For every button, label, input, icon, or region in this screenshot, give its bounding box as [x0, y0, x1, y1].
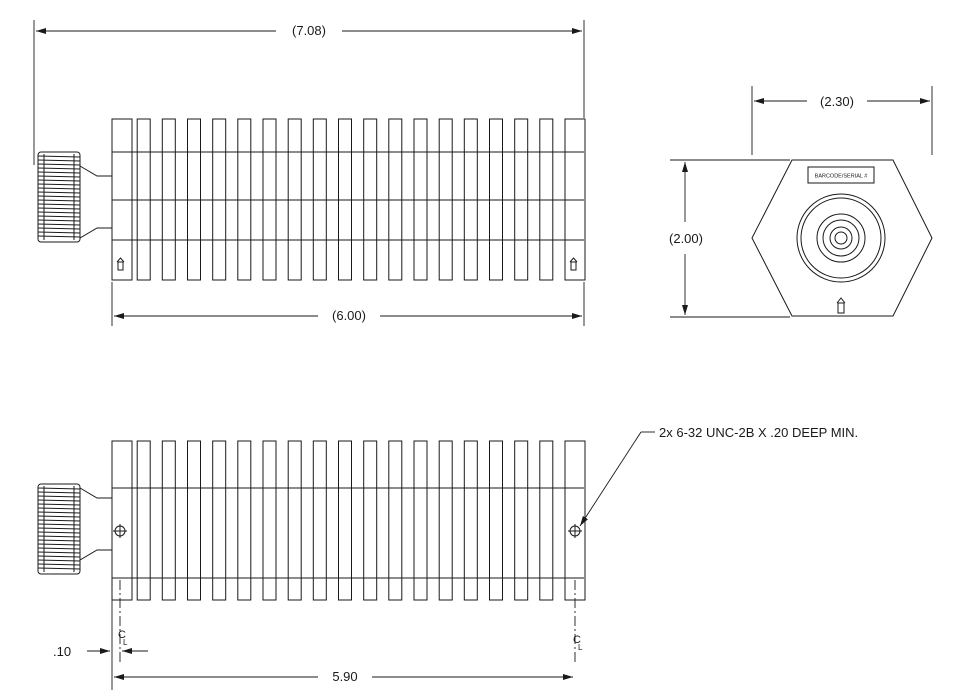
fin — [237, 440, 252, 601]
mount-hole-right-top — [569, 257, 578, 271]
fin — [161, 440, 176, 601]
fin — [363, 440, 378, 601]
hex-width-dimension: (2.30) — [754, 94, 930, 109]
centerline-mark-right: C L — [573, 634, 583, 652]
hole-offset-label: .10 — [53, 644, 71, 659]
fin — [262, 440, 277, 601]
fin — [287, 440, 302, 601]
tapped-hole-left — [113, 524, 127, 538]
svg-text:C: C — [118, 629, 126, 641]
centerline-mark-left: C L — [118, 629, 128, 647]
n-connector-top — [37, 151, 113, 243]
n-connector-bottom — [37, 483, 113, 575]
svg-text:L: L — [123, 638, 128, 647]
barcode-label: BARCODE/SERIAL # — [807, 166, 875, 184]
overall-length-dimension: (7.08) — [36, 23, 582, 38]
fin — [539, 440, 554, 601]
hex-width-label: (2.30) — [820, 94, 854, 109]
body-length-dimension: (6.00) — [114, 308, 582, 323]
body-length-label: (6.00) — [332, 308, 366, 323]
end-view: (2.30) (2.00) BARCODE/SERIAL # — [669, 86, 933, 318]
fin — [413, 440, 428, 601]
fin — [388, 440, 403, 601]
connector-face — [796, 193, 886, 283]
fin — [564, 440, 586, 601]
overall-length-label: (7.08) — [292, 23, 326, 38]
fin — [463, 440, 478, 601]
mount-hole-left-top — [116, 257, 125, 271]
fin — [338, 440, 352, 601]
fin — [212, 440, 227, 601]
fin — [136, 440, 151, 601]
hole-callout-text: 2x 6-32 UNC-2B X .20 DEEP MIN. — [659, 425, 858, 440]
tapped-hole-right — [568, 524, 582, 538]
fin — [187, 440, 201, 601]
hole-offset-dimension: .10 — [53, 644, 148, 659]
hole-callout-leader: 2x 6-32 UNC-2B X .20 DEEP MIN. — [579, 425, 858, 527]
top-side-view: (7.08) (6.00) — [33, 20, 586, 326]
fin — [312, 440, 327, 601]
height-dimension: (2.00) — [669, 162, 703, 315]
bottom-side-view: 2x 6-32 UNC-2B X .20 DEEP MIN. C L C L .… — [37, 425, 858, 690]
fin — [514, 440, 529, 601]
svg-text:L: L — [578, 643, 583, 652]
barcode-label-text: BARCODE/SERIAL # — [815, 174, 869, 180]
mount-hole-end — [836, 297, 846, 314]
height-label: (2.00) — [669, 231, 703, 246]
heatsink-fins-top — [111, 118, 586, 281]
hex-body — [751, 159, 933, 317]
fin — [489, 440, 503, 601]
heatsink-fins-bottom — [111, 440, 586, 601]
hole-spacing-label: 5.90 — [332, 669, 357, 684]
fin — [438, 440, 453, 601]
fin — [111, 440, 133, 601]
hole-spacing-dimension: 5.90 — [114, 669, 573, 684]
svg-text:C: C — [573, 634, 581, 646]
